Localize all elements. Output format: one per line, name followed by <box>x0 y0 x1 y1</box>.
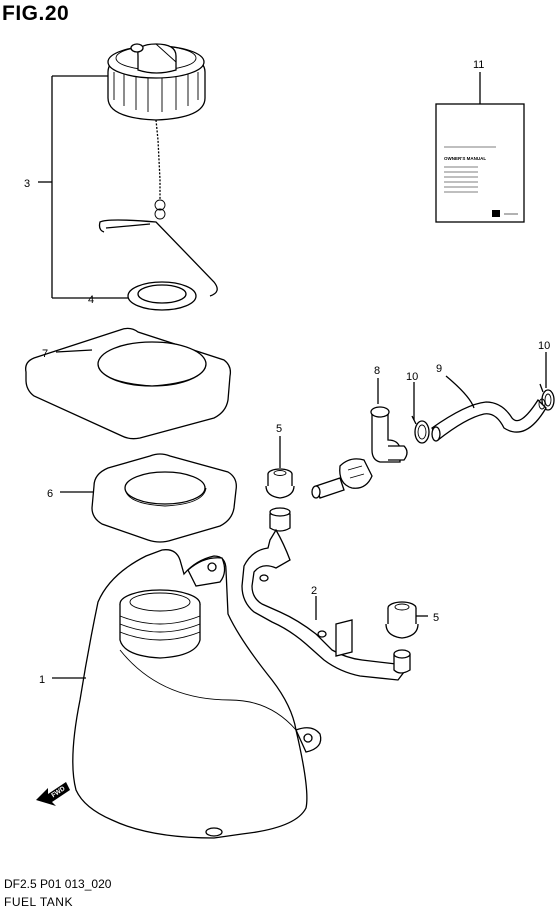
tank-pad-upper[interactable] <box>25 327 232 440</box>
figure-name: FUEL TANK <box>4 895 73 909</box>
grommet-lower[interactable] <box>385 601 419 639</box>
callout-6: 6 <box>47 488 53 500</box>
callout-4: 4 <box>88 294 94 306</box>
callout-10-right: 10 <box>538 340 550 352</box>
callout-3: 3 <box>24 178 30 190</box>
callout-5-lower: 5 <box>433 612 439 624</box>
leader-lines <box>38 72 547 679</box>
cap-gasket[interactable] <box>127 281 197 311</box>
fuel-tank[interactable] <box>72 549 322 839</box>
manual-title: OWNER'S MANUAL <box>444 156 486 161</box>
hose-clip-1[interactable] <box>411 415 430 444</box>
fuel-cap[interactable] <box>98 43 218 297</box>
callout-1: 1 <box>39 674 45 686</box>
callout-2: 2 <box>311 585 317 597</box>
grommet-upper[interactable] <box>265 468 295 499</box>
callout-9: 9 <box>436 363 442 375</box>
figure-title: FIG.20 <box>2 2 70 25</box>
callout-5-upper: 5 <box>276 423 282 435</box>
owners-manual[interactable] <box>435 103 525 223</box>
callout-8: 8 <box>374 365 380 377</box>
figure-code: DF2.5 P01 013_020 <box>4 877 112 891</box>
callout-11: 11 <box>473 59 484 71</box>
callout-10-left: 10 <box>406 371 418 383</box>
fuel-cock[interactable] <box>311 406 408 499</box>
tank-pad-lower[interactable] <box>91 453 237 543</box>
fuel-hose[interactable] <box>431 398 547 442</box>
callout-7: 7 <box>42 348 48 360</box>
fwd-arrow <box>36 782 70 806</box>
tank-bracket[interactable] <box>241 507 411 681</box>
